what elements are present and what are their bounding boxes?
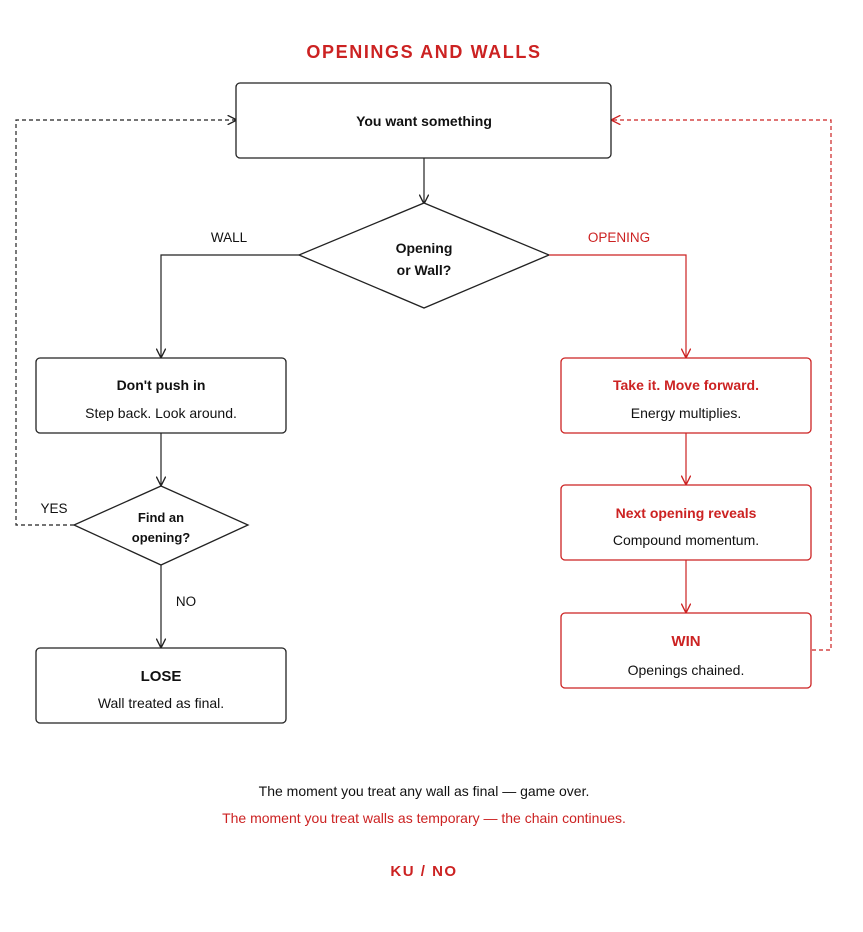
lose-node xyxy=(35,647,287,724)
opening-edge-label: OPENING xyxy=(588,230,650,245)
footer-line-2: The moment you treat walls as temporary … xyxy=(222,810,626,826)
wall-edge-label: WALL xyxy=(211,230,248,245)
yes-loop-connector xyxy=(15,120,236,526)
win-node xyxy=(560,612,812,689)
dont-push-in-subtitle: Step back. Look around. xyxy=(85,405,237,421)
lose-title: LOSE xyxy=(141,668,182,685)
decision-find-line1: Find an xyxy=(138,510,184,525)
footer-line-1: The moment you treat any wall as final —… xyxy=(259,783,590,799)
signature: KU / NO xyxy=(390,863,457,880)
decision-opening-or-wall xyxy=(297,202,551,309)
opening-connector xyxy=(549,254,686,357)
decision-find-line2: opening? xyxy=(132,530,191,545)
take-it-node xyxy=(560,357,812,434)
win-loop-connector xyxy=(612,120,832,651)
yes-edge-label: YES xyxy=(40,501,67,516)
take-it-title: Take it. Move forward. xyxy=(613,377,759,393)
wall-connector xyxy=(161,254,299,357)
no-edge-label: NO xyxy=(176,594,196,609)
diagram-title: OPENINGS AND WALLS xyxy=(306,42,541,62)
next-opening-node xyxy=(560,484,812,561)
start-node-label: You want something xyxy=(356,113,492,129)
next-opening-title: Next opening reveals xyxy=(616,505,757,521)
decision-find-opening xyxy=(72,485,250,566)
dont-push-in-node xyxy=(35,357,287,434)
decision-main-line1: Opening xyxy=(396,240,453,256)
dont-push-in-title: Don't push in xyxy=(117,377,206,393)
win-subtitle: Openings chained. xyxy=(628,662,745,678)
decision-main-line2: or Wall? xyxy=(397,262,452,278)
win-title: WIN xyxy=(671,633,700,650)
next-opening-subtitle: Compound momentum. xyxy=(613,532,759,548)
lose-subtitle: Wall treated as final. xyxy=(98,695,224,711)
take-it-subtitle: Energy multiplies. xyxy=(631,405,742,421)
